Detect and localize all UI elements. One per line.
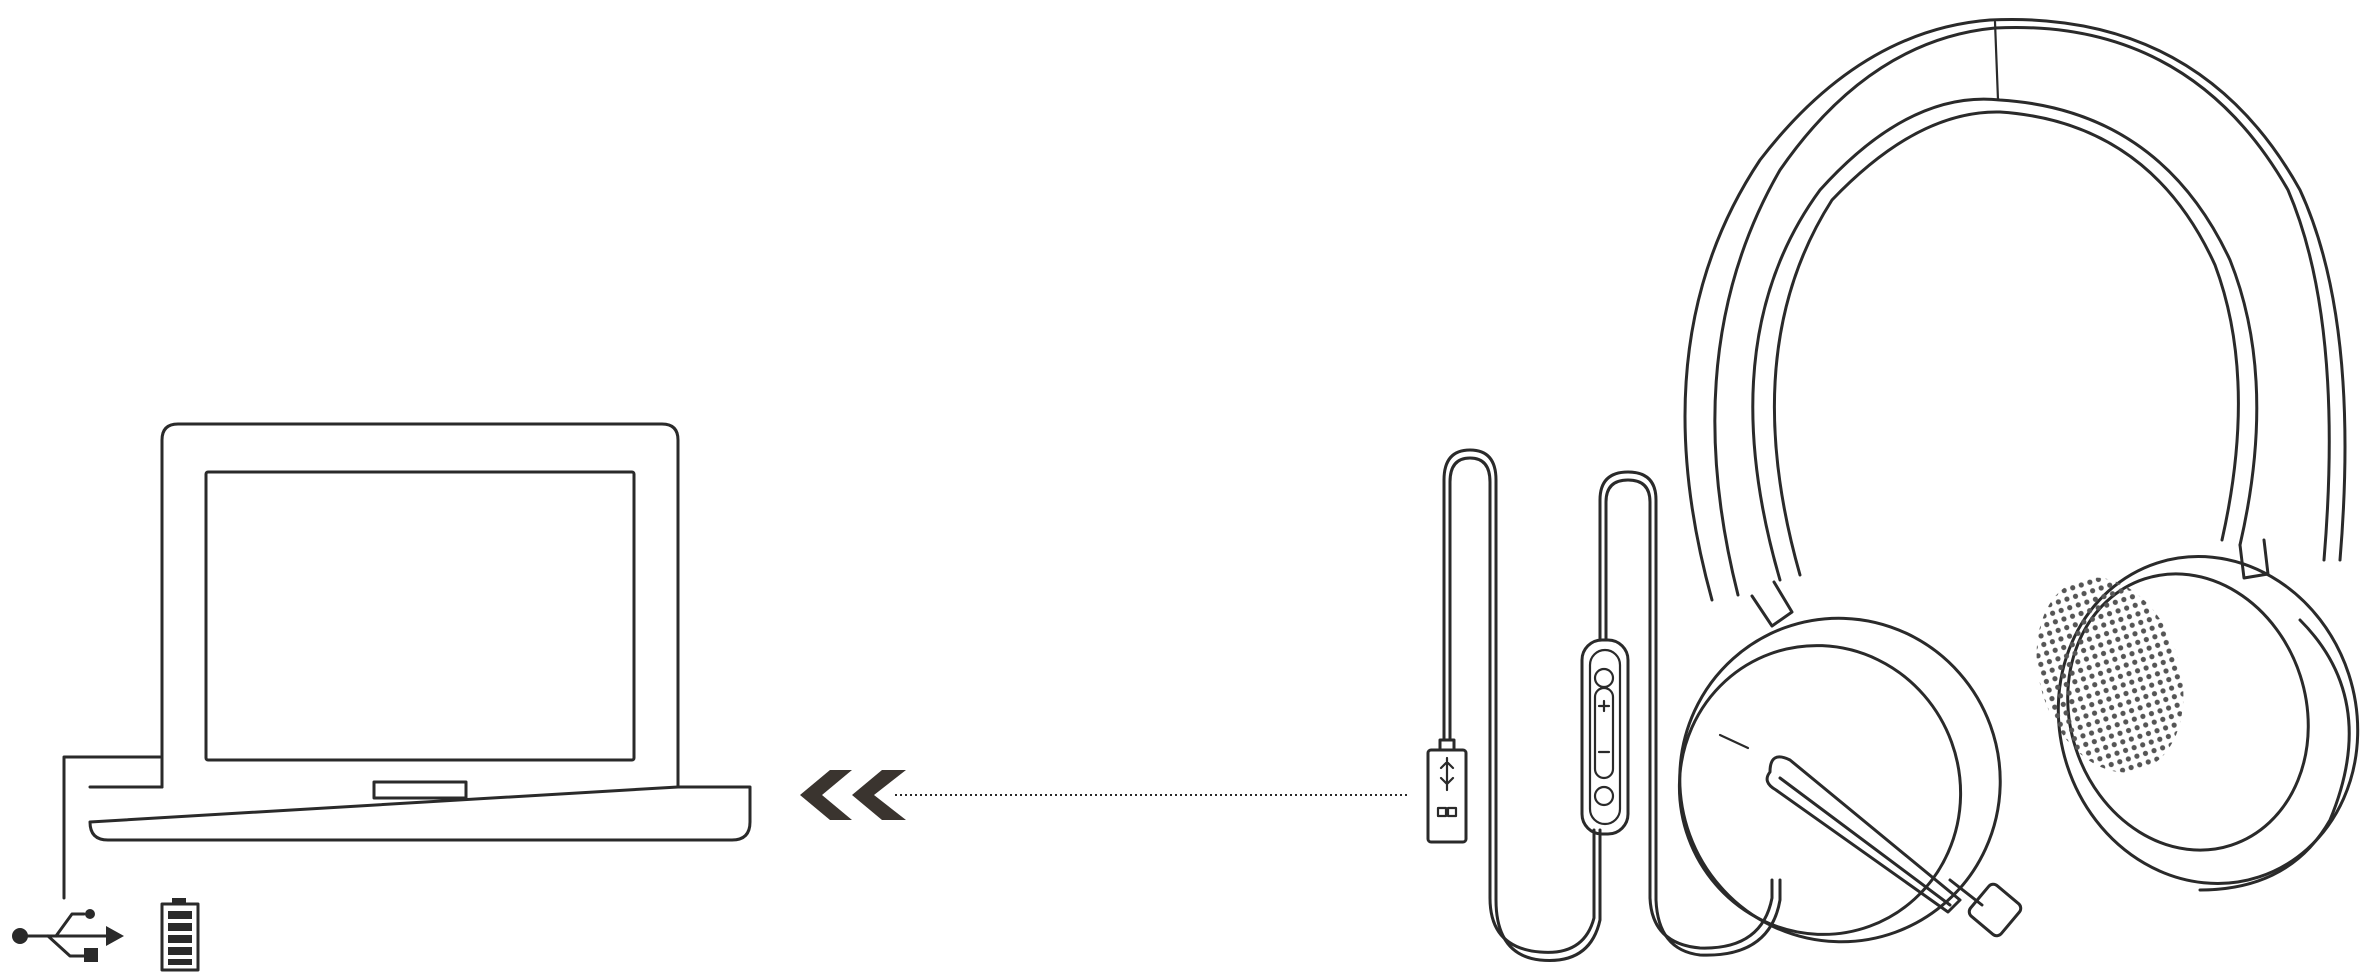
battery-charging-icon bbox=[162, 898, 198, 970]
headset-with-boom-mic-icon bbox=[1634, 19, 2362, 973]
double-chevron-left-icon bbox=[800, 770, 906, 820]
usb-icon bbox=[12, 909, 124, 962]
laptop-icon bbox=[64, 424, 750, 898]
speaker-grille bbox=[2013, 558, 2208, 791]
mute-icon bbox=[1595, 669, 1613, 687]
inline-control-icon bbox=[1582, 640, 1628, 834]
call-icon bbox=[1595, 787, 1613, 805]
volume-up-icon bbox=[1599, 701, 1609, 711]
